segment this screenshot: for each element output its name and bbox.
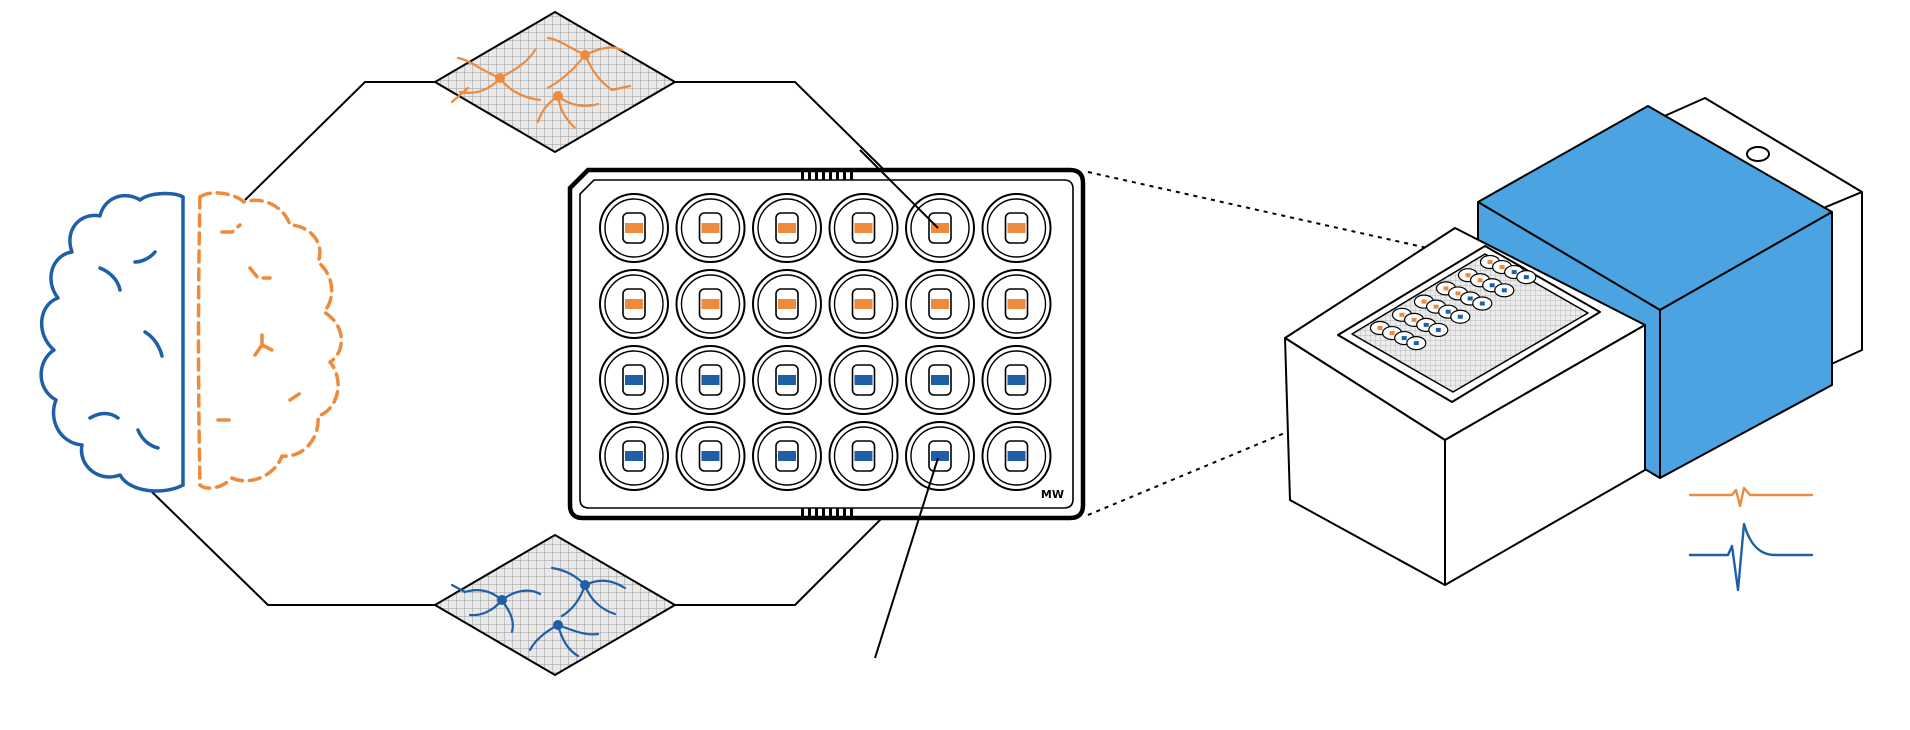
well-inner-ring xyxy=(680,426,741,486)
well-plate: MW xyxy=(567,167,1086,521)
well-electrode-array xyxy=(931,223,949,233)
plate-well xyxy=(752,345,822,415)
device-well xyxy=(1428,322,1449,338)
plate-notch-bottom xyxy=(801,508,853,516)
plate-well xyxy=(828,269,899,339)
well-inner-ring xyxy=(833,350,894,410)
well-inner-ring xyxy=(757,426,817,486)
well-inner-ring xyxy=(604,274,664,334)
device-well xyxy=(1472,296,1493,311)
well-inner-ring xyxy=(986,350,1047,410)
well-electrode-array xyxy=(1007,451,1026,461)
plate-well xyxy=(981,345,1052,415)
plate-well xyxy=(752,421,822,491)
plate-notch-top xyxy=(801,172,853,180)
well-electrode-array xyxy=(931,299,949,309)
plate-well xyxy=(981,193,1052,263)
well-inner-ring xyxy=(680,350,741,410)
plate-well xyxy=(675,421,746,491)
plate-well xyxy=(675,345,746,415)
well-electrode-array xyxy=(701,223,720,233)
plate-well xyxy=(675,269,746,339)
plate-well xyxy=(981,269,1052,339)
well-electrode-array xyxy=(625,223,643,233)
device-well xyxy=(1494,283,1515,298)
well-inner-ring xyxy=(986,274,1047,334)
well-inner-ring xyxy=(910,426,970,486)
plate-well xyxy=(905,421,975,491)
well-electrode-array xyxy=(778,375,796,385)
well-electrode-array xyxy=(778,223,796,233)
well-inner-ring xyxy=(757,198,817,258)
well-electrode-array xyxy=(854,299,873,309)
well-inner-ring xyxy=(680,198,741,258)
well-inner-ring xyxy=(757,350,817,410)
device-plate-wells xyxy=(1369,254,1537,351)
well-inner-ring xyxy=(833,426,894,486)
well-electrode-array xyxy=(625,451,643,461)
plate-well xyxy=(599,193,669,263)
spike-waveform-icons xyxy=(1688,486,1814,592)
well-electrode-array xyxy=(701,299,720,309)
well-inner-ring xyxy=(986,426,1047,486)
well-electrode-array xyxy=(1007,299,1026,309)
brain-left-hemisphere-icon xyxy=(39,191,185,493)
mea-device-icon xyxy=(1284,97,1863,586)
plate-well xyxy=(828,193,899,263)
well-inner-ring xyxy=(680,274,741,334)
plate-well xyxy=(599,421,669,491)
plate-well xyxy=(752,269,822,339)
brain-right-hemisphere-icon xyxy=(196,191,344,490)
well-electrode-array xyxy=(931,451,949,461)
device-well xyxy=(1450,309,1471,324)
well-electrode-array xyxy=(625,299,643,309)
well-electrode-array xyxy=(1007,375,1026,385)
device-well xyxy=(1406,336,1427,351)
plate-well xyxy=(828,421,899,491)
plate-well xyxy=(828,345,899,415)
well-electrode-array xyxy=(854,451,873,461)
well-electrode-array xyxy=(854,375,873,385)
well-electrode-array xyxy=(701,451,720,461)
well-inner-ring xyxy=(833,198,894,258)
well-inner-ring xyxy=(910,274,970,334)
plate-well xyxy=(599,269,669,339)
plate-well xyxy=(599,345,669,415)
plate-well xyxy=(905,345,975,415)
well-electrode-array xyxy=(1007,223,1026,233)
well-inner-ring xyxy=(910,198,970,258)
well-inner-ring xyxy=(604,198,664,258)
plate-well xyxy=(675,193,746,263)
well-electrode-array xyxy=(778,451,796,461)
plate-wells xyxy=(599,193,1052,491)
blue-neuron-culture-icon xyxy=(433,533,677,677)
well-inner-ring xyxy=(604,350,664,410)
plate-well xyxy=(752,193,822,263)
orange-neuron-culture-icon xyxy=(433,10,677,154)
well-inner-ring xyxy=(604,426,664,486)
plate-logo: MW xyxy=(1041,488,1064,501)
well-inner-ring xyxy=(986,198,1047,258)
blue-spike-trace xyxy=(1688,522,1814,592)
device-well xyxy=(1516,270,1537,285)
plate-well xyxy=(905,193,975,263)
well-electrode-array xyxy=(625,375,643,385)
well-electrode-array xyxy=(931,375,949,385)
orange-spike-trace xyxy=(1688,486,1814,508)
well-inner-ring xyxy=(757,274,817,334)
plate-well xyxy=(981,421,1052,491)
well-inner-ring xyxy=(833,274,894,334)
plate-well xyxy=(905,269,975,339)
well-electrode-array xyxy=(854,223,873,233)
well-inner-ring xyxy=(910,350,970,410)
well-electrode-array xyxy=(778,299,796,309)
culture-leader-lines xyxy=(859,149,939,659)
well-electrode-array xyxy=(701,375,720,385)
